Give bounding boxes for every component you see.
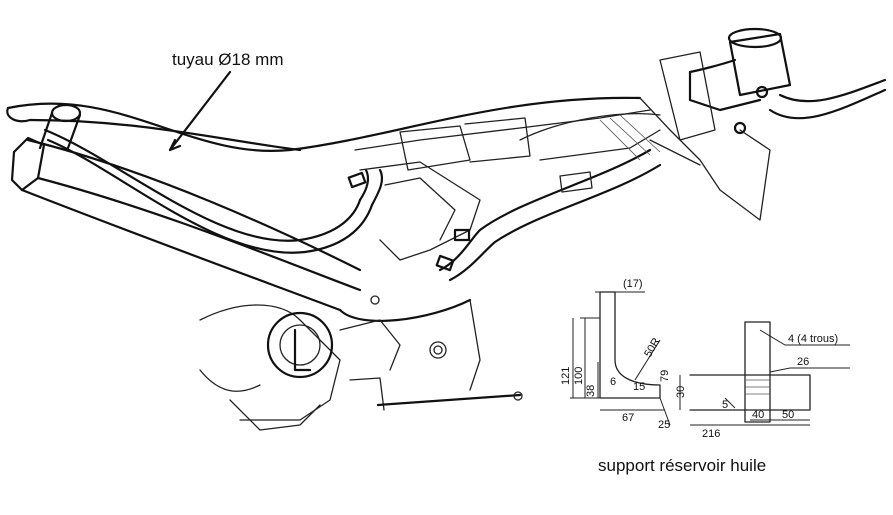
dim-79: 79 [659,370,671,382]
dim-100: 100 [573,367,585,385]
dim-25: 25 [658,419,670,431]
frame-rails [6,96,642,322]
rear-frame [599,97,771,221]
hose-label: tuyau Ø18 mm [172,50,284,69]
dim-17: (17) [623,278,643,290]
dim-26: 26 [797,356,809,368]
oil-tank [659,27,887,141]
dim-30: 30 [675,386,687,398]
hose-clamps [347,171,471,272]
dim-216: 216 [702,428,720,440]
dim-15: 15 [633,381,645,393]
dim-40: 40 [752,409,764,421]
bracket-side-view [570,291,671,426]
dim-38: 38 [585,385,597,397]
dim-67: 67 [622,412,634,424]
hose-label-leader [168,70,232,152]
dim-5: 5 [722,399,728,411]
bracket-caption: support réservoir huile [598,456,767,475]
bracket-front-view [679,321,850,426]
dim-50: 50 [782,409,794,421]
oil-hose [43,128,384,254]
dim-4-holes: 4 (4 trous) [788,333,838,345]
dim-6: 6 [610,376,616,388]
dim-50r: 50R [642,336,663,360]
frame-center [354,109,662,282]
engine-block [199,295,523,431]
dim-121: 121 [560,367,572,385]
